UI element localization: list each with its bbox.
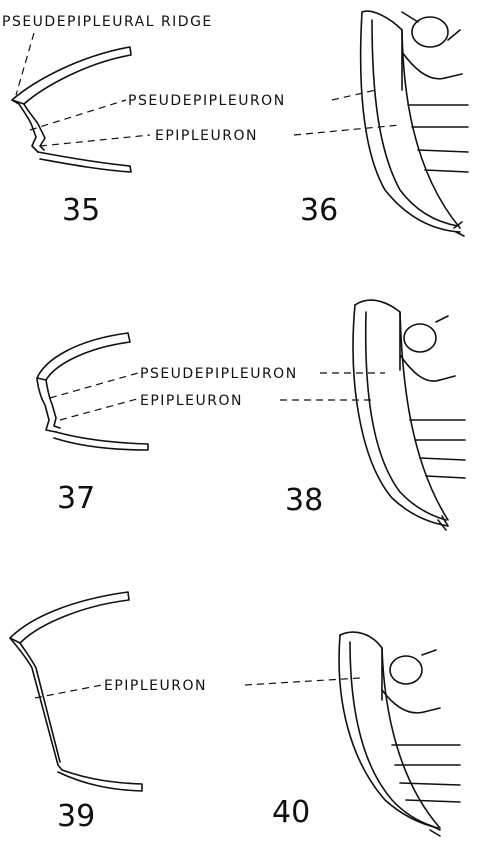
figure-number-38: 38 bbox=[285, 483, 323, 518]
figure-40-elytron bbox=[339, 632, 460, 836]
pseudepipleuron-label-35: PSEUDEPIPLEURON bbox=[128, 93, 286, 109]
epipleuron-label-39: EPIPLEURON bbox=[104, 678, 207, 694]
figure-number-35: 35 bbox=[62, 193, 100, 228]
epipleuron-label-37: EPIPLEURON bbox=[140, 393, 243, 409]
figure-number-36: 36 bbox=[300, 193, 338, 228]
epipleuron-label-35: EPIPLEURON bbox=[155, 128, 258, 144]
pseudepipleural-ridge-label: PSEUDEPIPLEURAL RIDGE bbox=[2, 14, 213, 30]
figure-number-40: 40 bbox=[272, 795, 310, 830]
figure-38-elytron bbox=[353, 300, 465, 530]
figure-36-elytron bbox=[361, 11, 468, 236]
figure-number-37: 37 bbox=[57, 481, 95, 516]
pseudepipleuron-label-37: PSEUDEPIPLEURON bbox=[140, 366, 298, 382]
figure-37-section bbox=[37, 333, 148, 450]
figure-number-39: 39 bbox=[57, 799, 95, 834]
figure-35-section bbox=[12, 47, 131, 172]
